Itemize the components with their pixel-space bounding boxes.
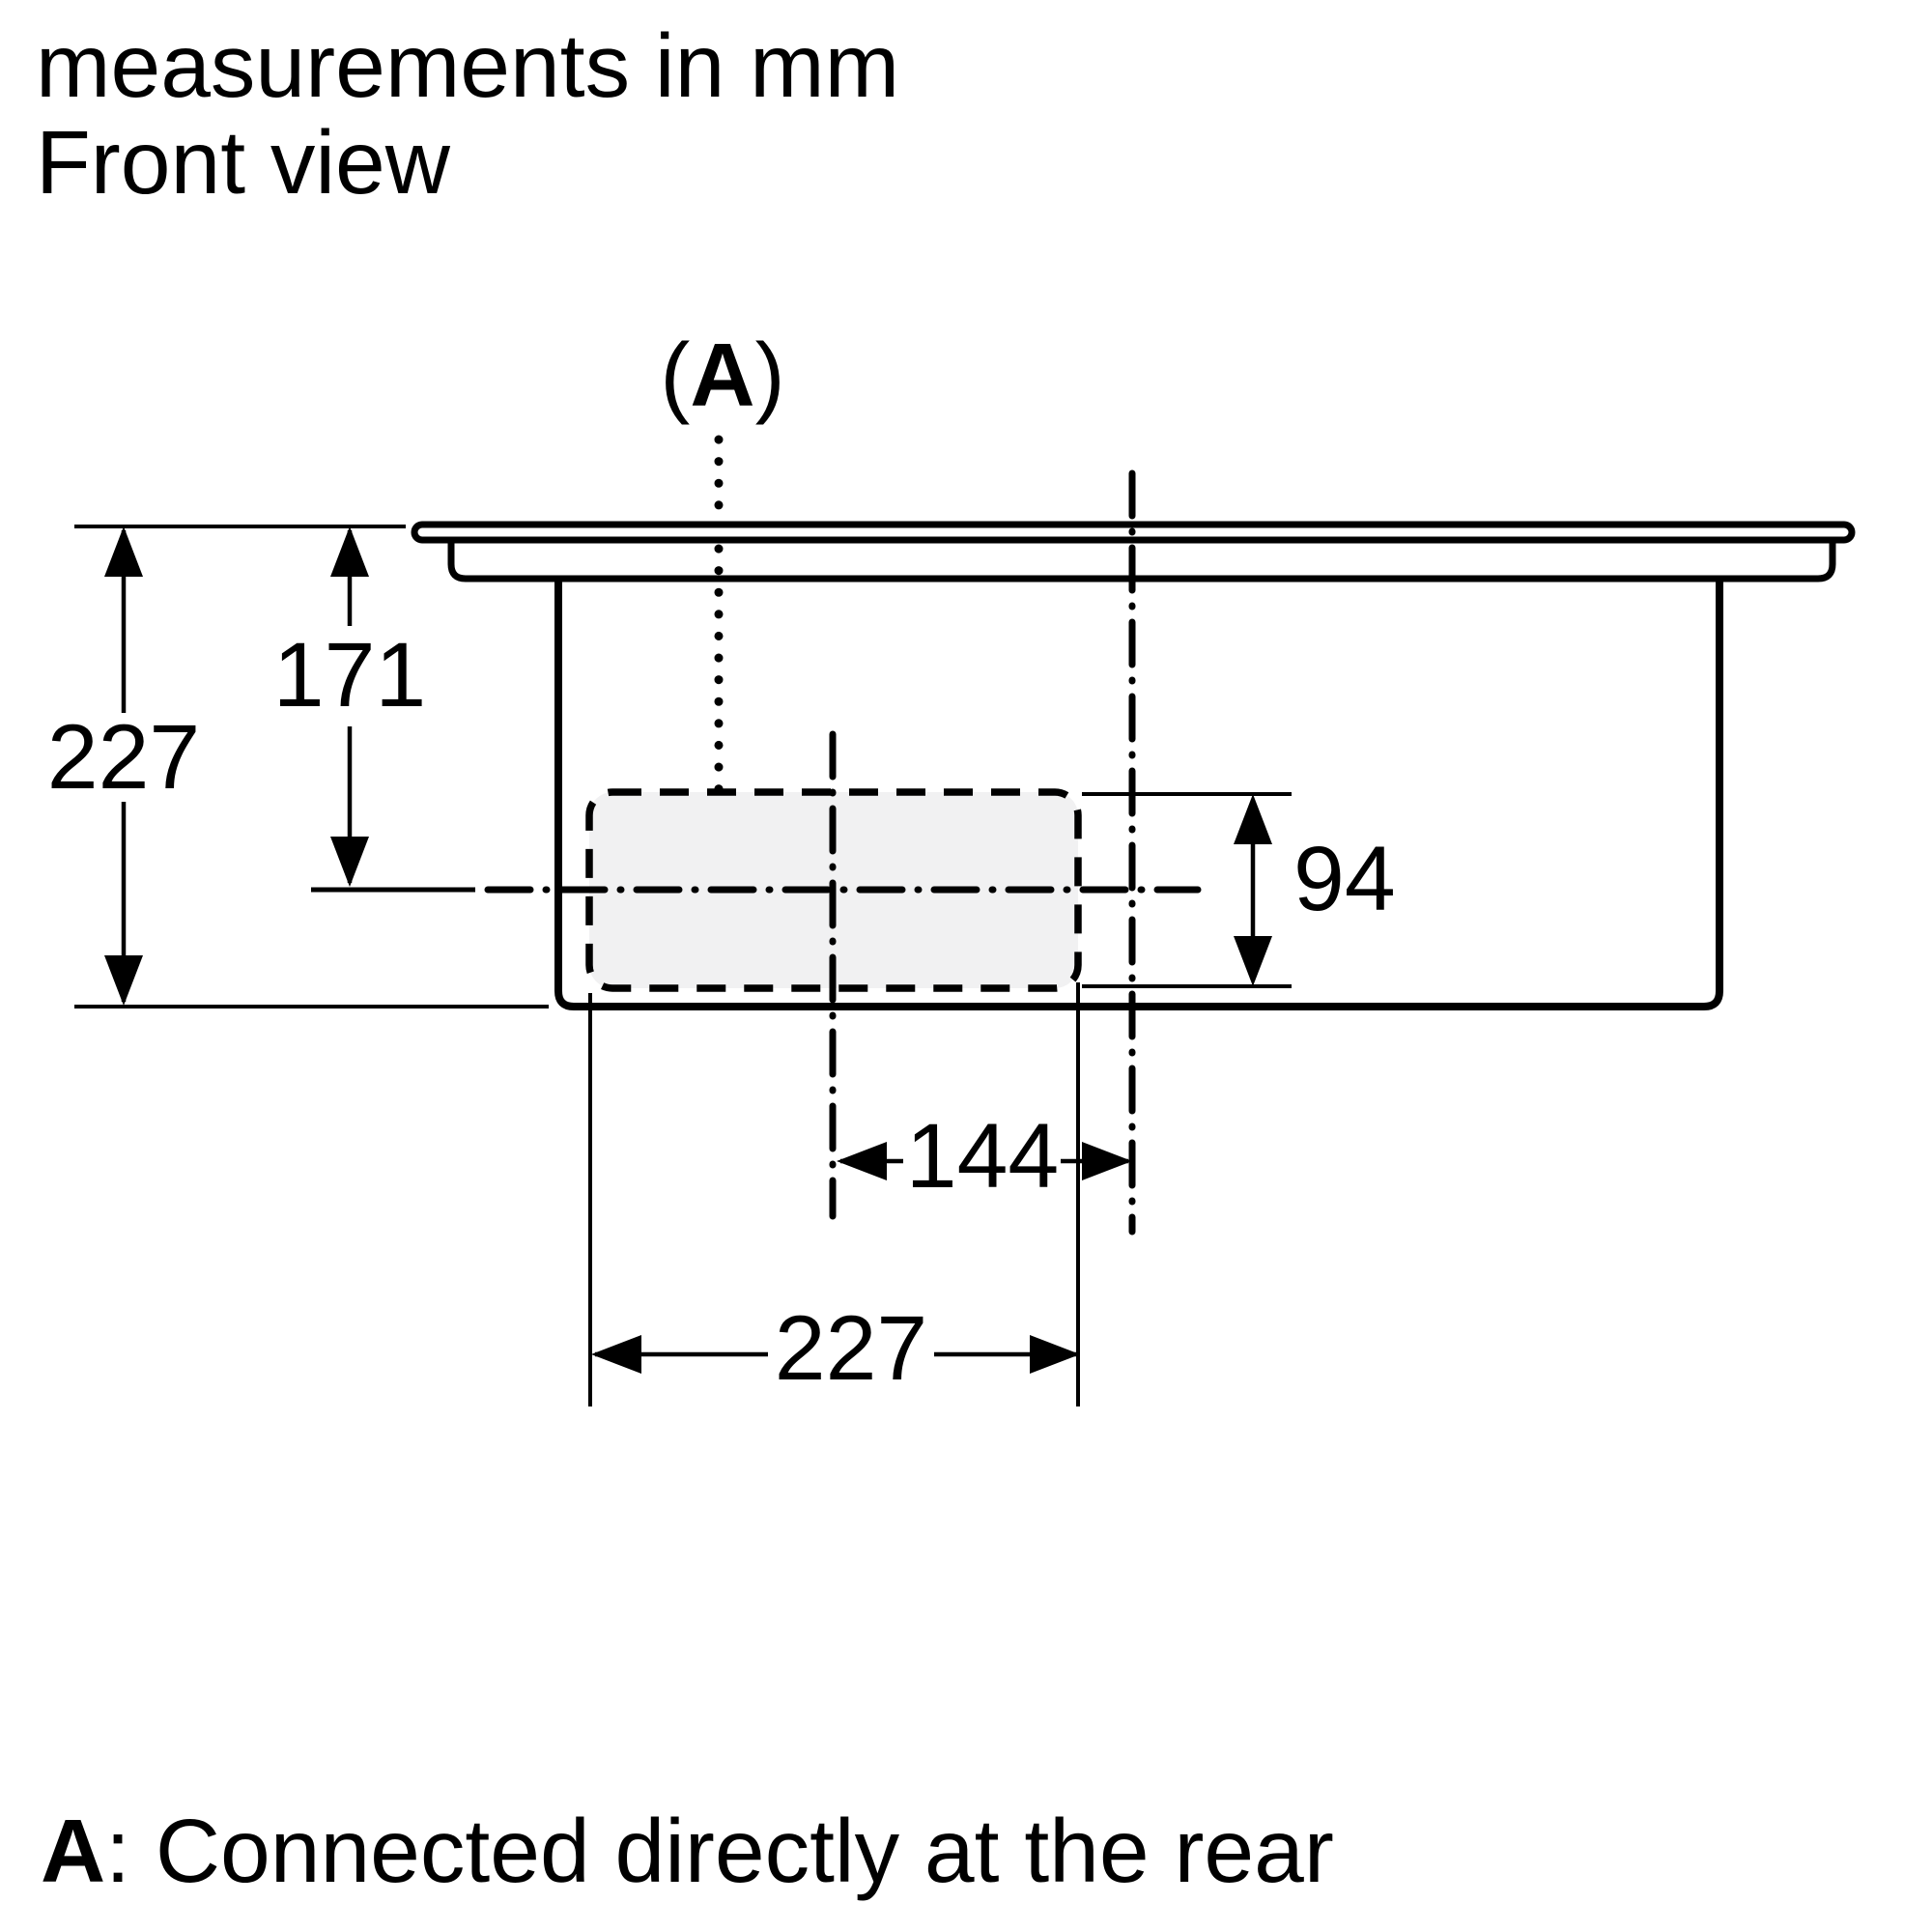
arrow-right-icon [1082,1142,1132,1180]
footnote-label-a: A [41,1801,105,1901]
arrow-left-icon [837,1142,887,1180]
ventilation-box-outline [554,579,1723,1010]
dim-top-to-centerline-label: 171 [273,624,427,726]
footnote-text: : Connected directly at the rear [105,1801,1334,1901]
arrow-down-icon [330,837,369,887]
arrow-down-icon [1234,936,1272,986]
connection-a-letter: A [690,325,754,425]
dim-inlet-width-label: 227 [775,1297,928,1400]
dim-overall-height: 227 [47,526,201,1006]
dim-inlet-height: 94 [1234,794,1396,986]
footnote: A: Connected directly at the rear [41,1801,1334,1901]
title-view-name: Front view [36,112,451,213]
arrow-left-icon [591,1335,641,1374]
arrow-down-icon [104,955,143,1006]
hob-frame-outline [447,538,1836,582]
connection-a-close-paren: ) [755,325,785,425]
dim-centerline-to-connection-label: 144 [906,1105,1060,1208]
title-measurements-unit: measurements in mm [36,15,899,116]
arrow-up-icon [104,526,143,577]
arrow-up-icon [330,526,369,577]
dim-centerline-to-connection: 144 [837,1105,1132,1208]
arrow-up-icon [1234,794,1272,844]
dim-overall-height-label: 227 [47,706,201,809]
arrow-right-icon [1030,1335,1080,1374]
dim-inlet-height-label: 94 [1293,828,1396,930]
connection-a-open-paren: ( [660,325,690,425]
connection-a-label: (A) [660,325,784,425]
dim-top-to-centerline: 171 [273,526,427,887]
dim-inlet-width: 227 [591,1297,1080,1400]
